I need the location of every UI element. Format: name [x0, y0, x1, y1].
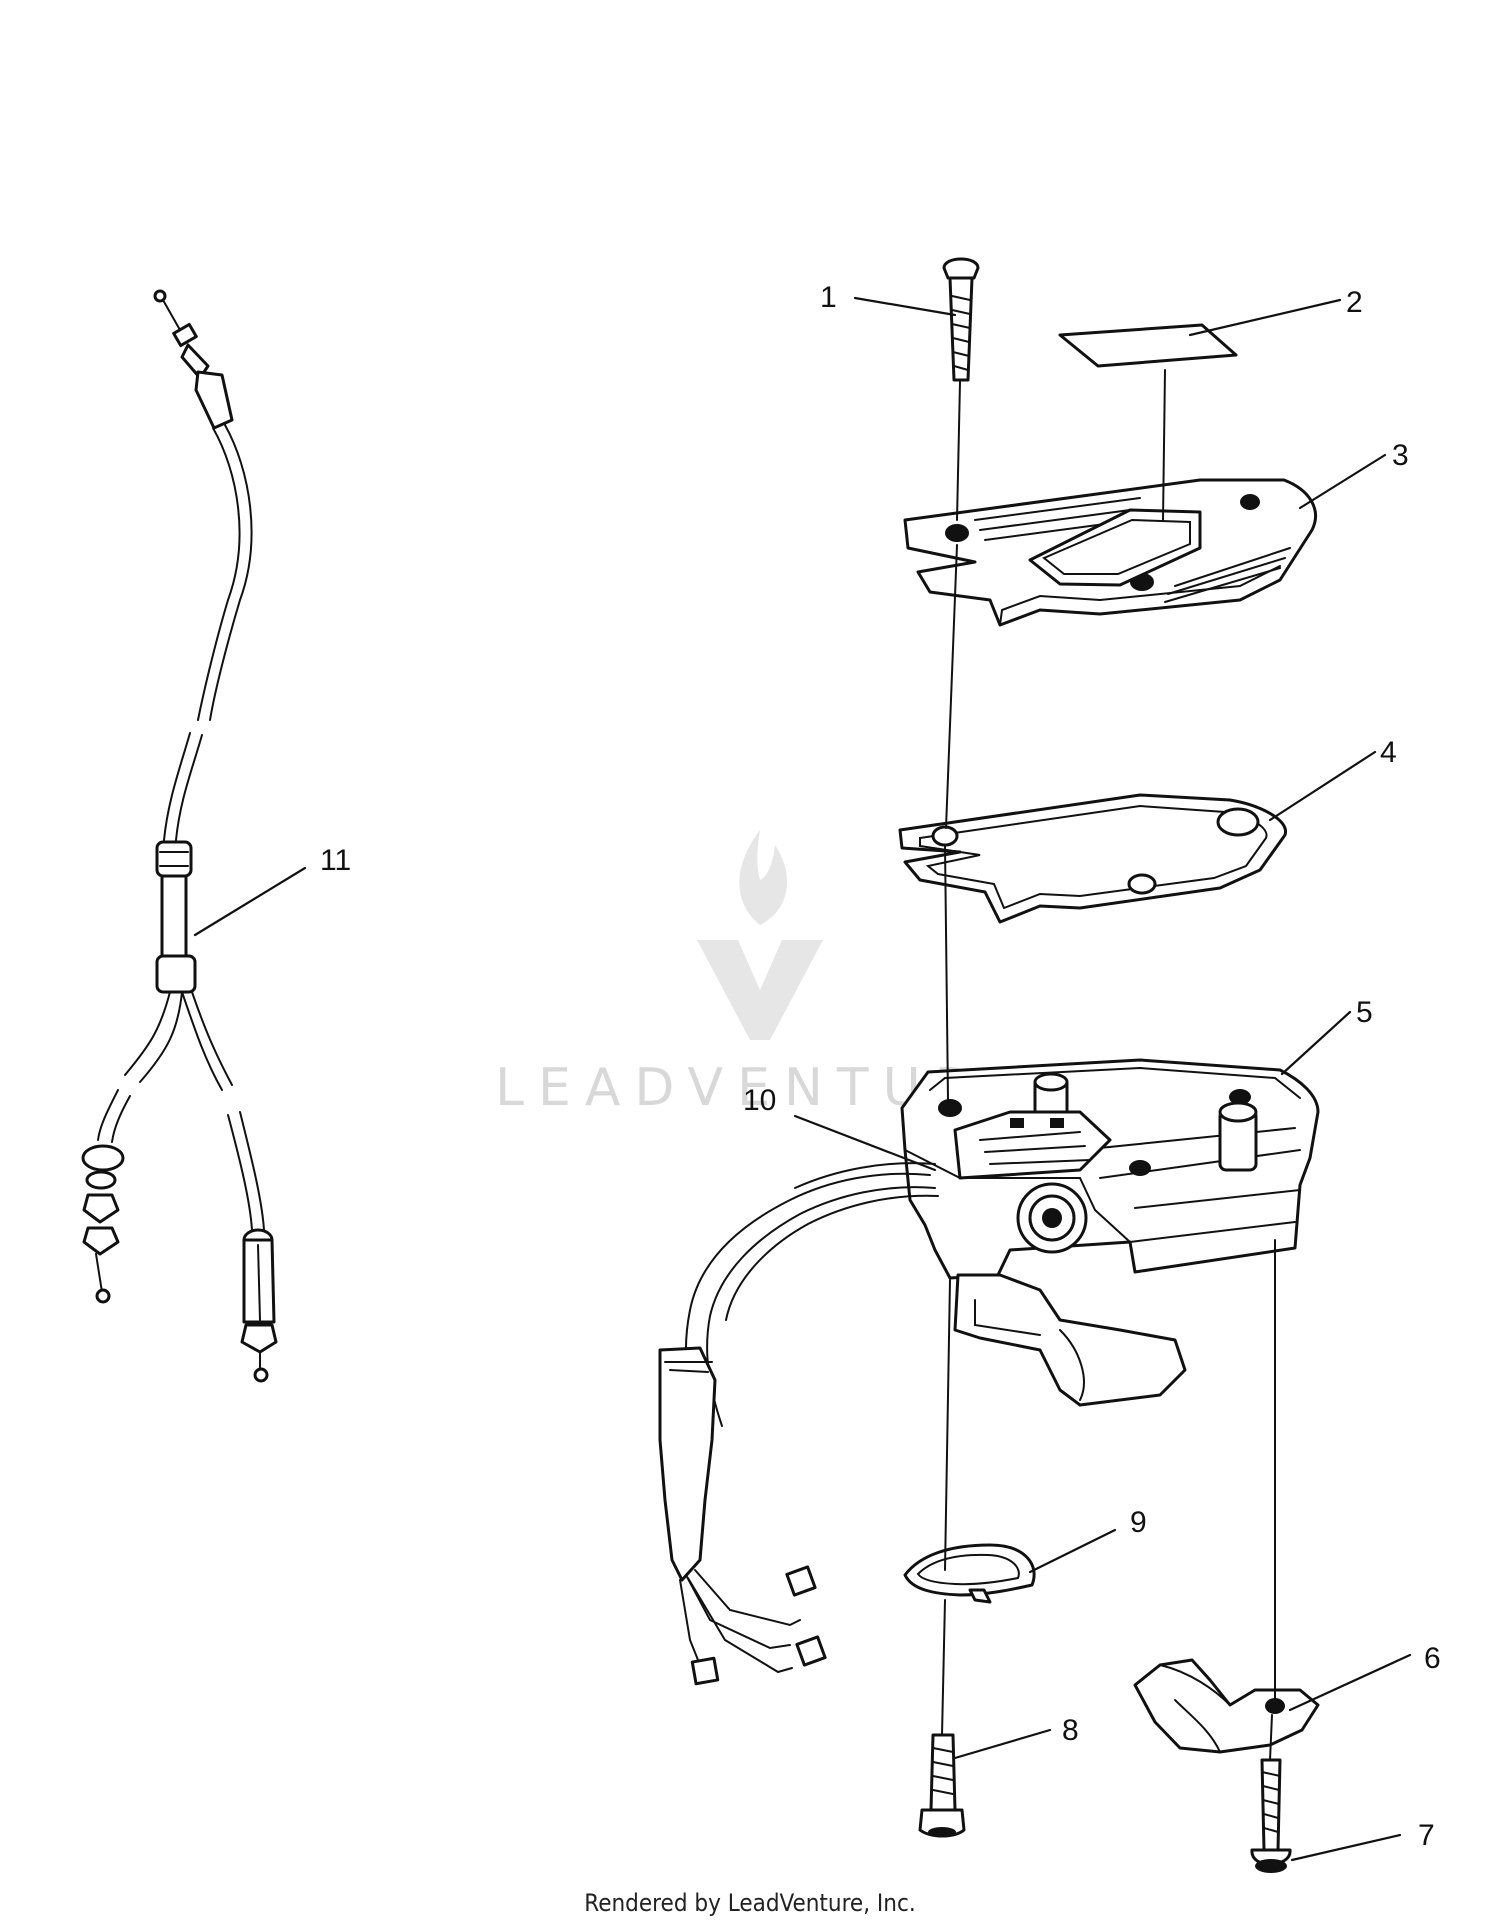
- callout-6: 6: [1424, 1642, 1441, 1675]
- explode-lines: [941, 369, 1276, 1761]
- part-3-cover: [903, 478, 1317, 627]
- part-6-clamp: [1133, 1658, 1320, 1754]
- callout-labels: 1 2 3 4 5 6 7 8 9 10 11: [320, 281, 1441, 1852]
- callout-3: 3: [1392, 439, 1409, 472]
- part-8-screw: [918, 1733, 966, 1838]
- callout-10: 10: [743, 1084, 776, 1117]
- callout-4: 4: [1380, 736, 1397, 769]
- part-1-screw: [942, 257, 980, 382]
- part-4-gasket: [898, 793, 1287, 924]
- callout-11: 11: [320, 844, 351, 877]
- callout-5: 5: [1356, 996, 1373, 1029]
- leader-lines: [193, 296, 1412, 1862]
- part-7-screw: [1250, 1758, 1292, 1873]
- part-5-housing: [658, 1058, 1320, 1686]
- callout-8: 8: [1062, 1714, 1079, 1747]
- part-9-clip: [903, 1543, 1036, 1604]
- callout-9: 9: [1130, 1506, 1147, 1539]
- callout-7: 7: [1418, 1819, 1435, 1852]
- callout-2: 2: [1346, 286, 1363, 319]
- footer-credit: Rendered by LeadVenture, Inc.: [584, 1889, 916, 1917]
- callout-1: 1: [820, 281, 837, 314]
- part-11-cable-assembly: [81, 289, 278, 1383]
